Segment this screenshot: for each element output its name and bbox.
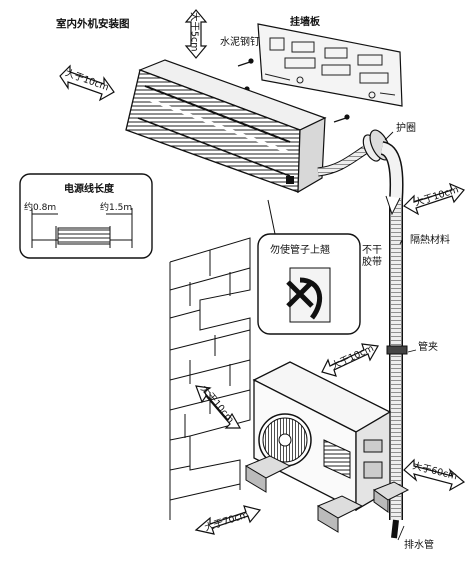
diagram-title: 室内外机安装图 <box>56 18 130 30</box>
cable-box-right: 约1.5m <box>100 203 133 213</box>
connecting-pipe <box>317 129 408 539</box>
brick-wall <box>169 237 251 520</box>
arrow-outdoor-left <box>195 385 242 429</box>
arrow-right-upper <box>403 182 465 216</box>
label-drain-pipe: 排水管 <box>404 540 434 551</box>
arrow-top <box>184 9 208 59</box>
label-no-tape-1: 不干 <box>362 245 382 256</box>
leader-lines <box>384 131 417 541</box>
outdoor-unit <box>244 361 410 533</box>
cable-box-title: 电源线长度 <box>64 184 114 195</box>
label-no-upturn: 勿使管子上翘 <box>270 245 330 256</box>
arrow-left <box>59 64 115 102</box>
indoor-unit <box>125 59 327 194</box>
cable-length-box <box>19 173 153 259</box>
arrow-outdoor-front <box>194 505 262 535</box>
clearance-top-text: 大于5cm <box>188 11 200 52</box>
label-concrete-nail: 水泥钢钉 <box>220 37 260 48</box>
clearance-arrows <box>59 9 466 535</box>
label-pipe-clamp: 管夹 <box>418 342 438 353</box>
arrow-outdoor-top <box>321 343 379 377</box>
no-upturn-callout <box>257 199 361 335</box>
label-protective-ring: 护圈 <box>396 123 416 134</box>
arrow-outdoor-right <box>403 458 466 492</box>
cable-box-left: 约0.8m <box>24 203 57 213</box>
label-no-tape-2: 胶带 <box>362 257 382 268</box>
label-insulation: 隔熱材料 <box>410 235 450 246</box>
label-wall-plate: 挂墙板 <box>290 17 320 28</box>
wall-plate <box>257 23 403 107</box>
